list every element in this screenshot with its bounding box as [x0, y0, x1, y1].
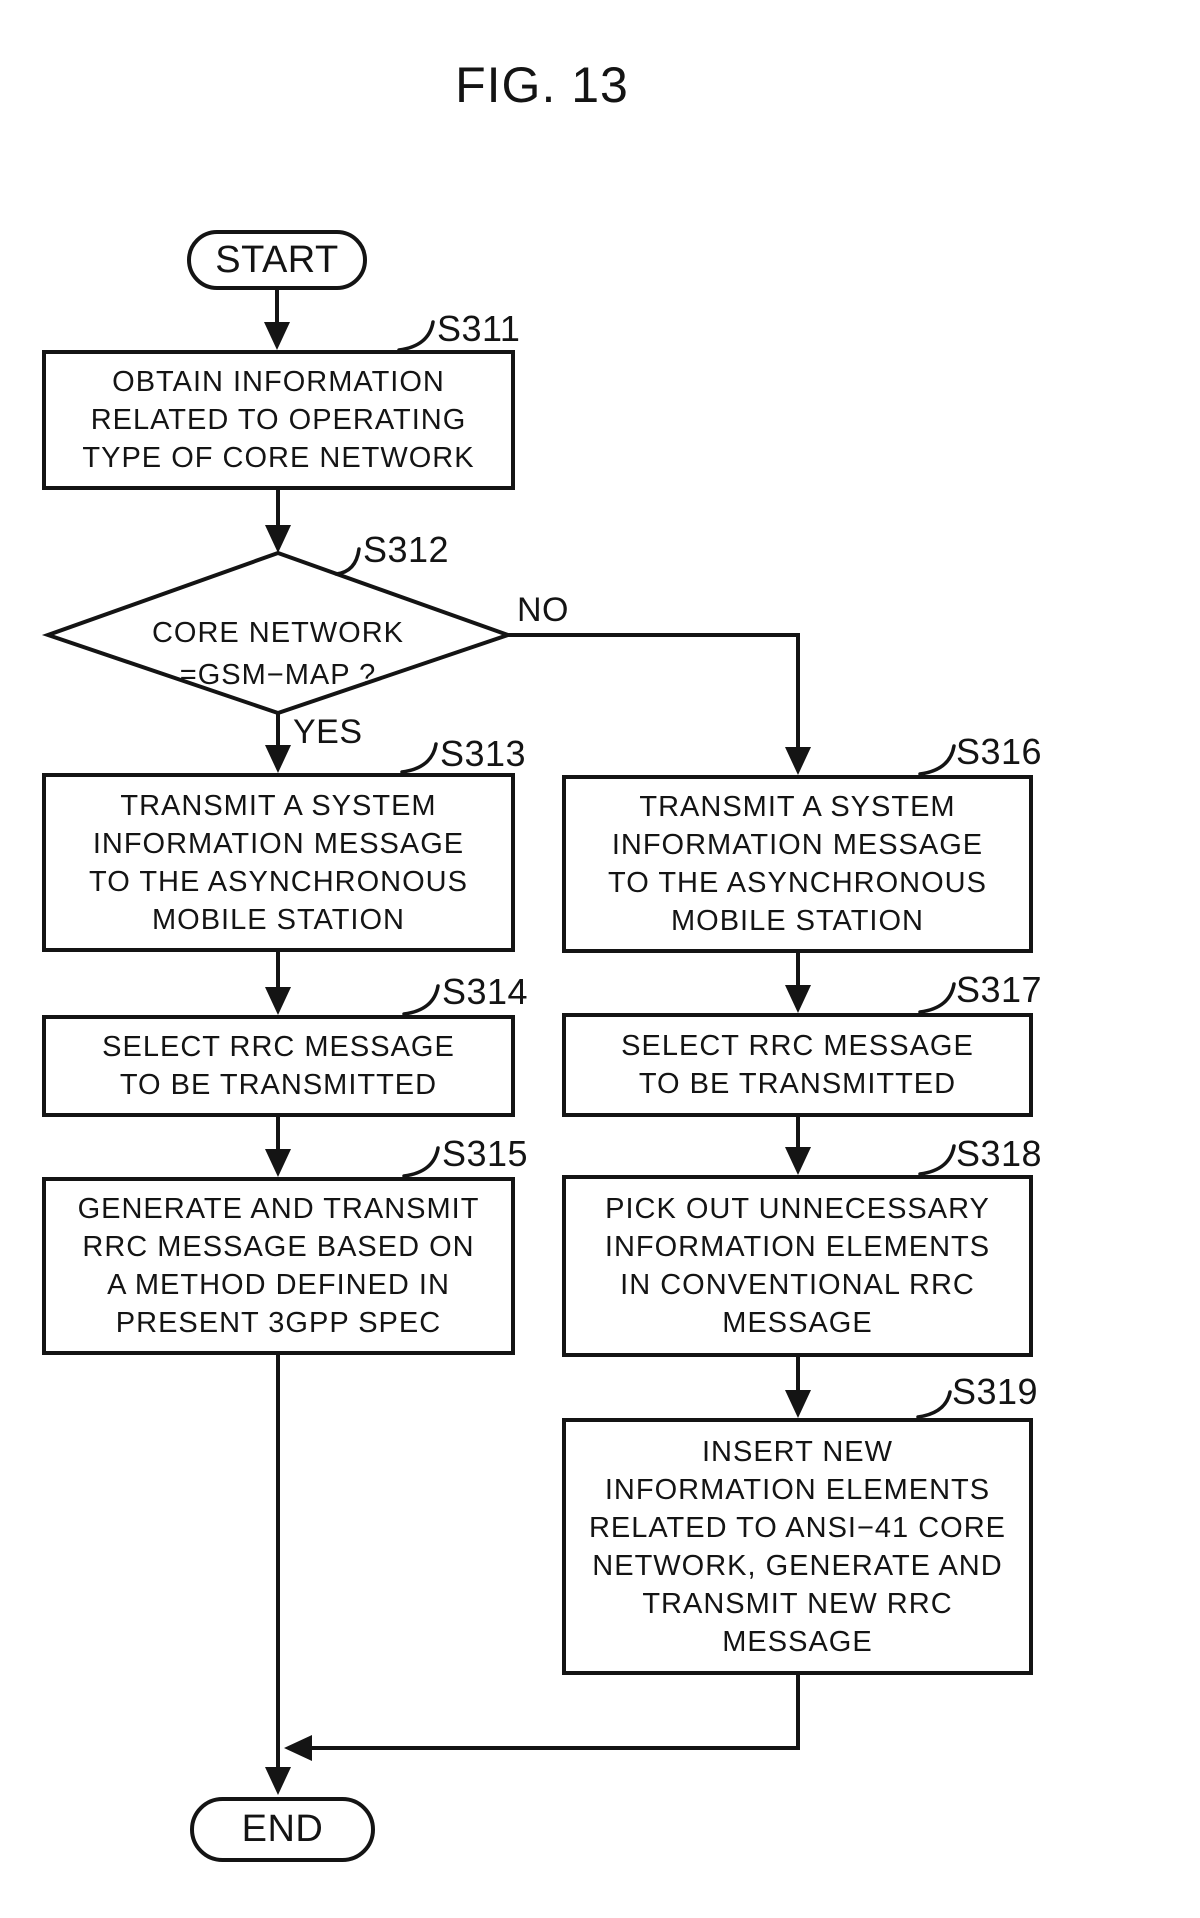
process-box-s311: OBTAIN INFORMATION RELATED TO OPERATING … — [42, 350, 515, 490]
arrowhead — [785, 985, 811, 1013]
process-text: TRANSMIT A SYSTEM INFORMATION MESSAGE TO… — [89, 789, 468, 936]
step-label-s316: S316 — [956, 731, 1043, 772]
leader-curve — [402, 1146, 440, 1178]
process-box-s313: TRANSMIT A SYSTEM INFORMATION MESSAGE TO… — [42, 773, 515, 952]
yes-branch-label: YES — [293, 713, 363, 751]
process-text: SELECT RRC MESSAGE TO BE TRANSMITTED — [102, 1031, 455, 1101]
process-text: GENERATE AND TRANSMIT RRC MESSAGE BASED … — [77, 1193, 480, 1339]
no-branch-label: NO — [517, 591, 569, 629]
process-box-s317: SELECT RRC MESSAGE TO BE TRANSMITTED — [562, 1013, 1033, 1117]
step-label-s318: S318 — [956, 1133, 1043, 1174]
process-text: OBTAIN INFORMATION RELATED TO OPERATING … — [82, 366, 475, 474]
arrowhead — [785, 1147, 811, 1175]
start-terminal: START — [187, 230, 367, 290]
end-terminal-label: END — [241, 1808, 324, 1850]
leader-curve — [918, 982, 956, 1014]
step-label-s311: S311 — [437, 308, 521, 349]
arrowhead — [785, 747, 811, 775]
process-box-s319: INSERT NEW INFORMATION ELEMENTS RELATED … — [562, 1418, 1033, 1675]
arrowhead — [284, 1735, 312, 1761]
process-text: SELECT RRC MESSAGE TO BE TRANSMITTED — [621, 1030, 974, 1100]
step-label-s319: S319 — [952, 1371, 1039, 1412]
arrowhead — [265, 745, 291, 773]
arrowhead — [264, 322, 290, 350]
leader-curve — [397, 320, 435, 352]
leader-curve — [918, 744, 956, 776]
step-label-s314: S314 — [442, 971, 529, 1012]
process-text: INSERT NEW INFORMATION ELEMENTS RELATED … — [588, 1435, 1007, 1658]
process-text: TRANSMIT A SYSTEM INFORMATION MESSAGE TO… — [608, 791, 987, 937]
step-label-s317: S317 — [956, 969, 1043, 1010]
process-box-s316: TRANSMIT A SYSTEM INFORMATION MESSAGE TO… — [562, 775, 1033, 953]
arrowhead — [265, 987, 291, 1015]
process-box-s315: GENERATE AND TRANSMIT RRC MESSAGE BASED … — [42, 1177, 515, 1355]
start-terminal-label: START — [215, 238, 339, 281]
step-label-s315: S315 — [442, 1133, 529, 1174]
step-label-s313: S313 — [440, 733, 527, 774]
arrowhead — [265, 1149, 291, 1177]
process-text: PICK OUT UNNECESSARY INFORMATION ELEMENT… — [604, 1193, 991, 1339]
end-terminal: END — [190, 1797, 375, 1862]
connector-line — [508, 633, 800, 751]
process-box-s318: PICK OUT UNNECESSARY INFORMATION ELEMENT… — [562, 1175, 1033, 1357]
leader-curve — [334, 547, 361, 576]
arrowhead — [265, 525, 291, 553]
arrowhead — [265, 1767, 291, 1795]
figure-title: FIG. 13 — [455, 57, 629, 113]
leader-curve — [400, 742, 438, 774]
step-label-s312: S312 — [363, 529, 450, 570]
leader-curve — [918, 1144, 956, 1176]
leader-curve — [402, 984, 440, 1016]
arrowhead — [785, 1390, 811, 1418]
decision-text: CORE NETWORK =GSM−MAP ? — [151, 617, 405, 691]
process-box-s314: SELECT RRC MESSAGE TO BE TRANSMITTED — [42, 1015, 515, 1117]
connector-line — [312, 1675, 800, 1750]
leader-curve — [916, 1390, 952, 1419]
